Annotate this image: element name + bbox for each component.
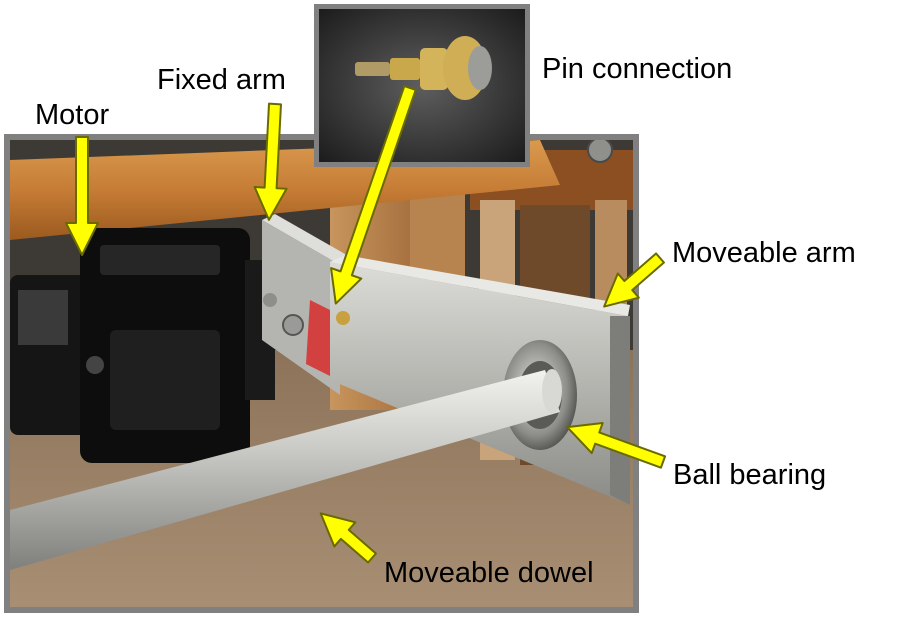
fixed-arm-arrow [253,102,288,221]
motor-arrow [65,136,99,256]
moveable-arm-label: Moveable arm [672,237,856,269]
ball-bearing-arrow [566,422,667,469]
main-photo [4,134,639,613]
pin-inset-photo [314,4,530,167]
ball-bearing-label: Ball bearing [673,459,827,491]
moveable-dowel-label: Moveable dowel [384,557,594,589]
moveable-arm-arrow [603,252,665,308]
screw-head [587,140,613,163]
pin-part [355,36,492,100]
motor-body [10,228,275,463]
motor-label: Motor [35,99,110,131]
pin-connection-arrow [330,85,417,305]
fixed-arm-label: Fixed arm [157,64,286,96]
arrows [65,85,667,564]
moveable-dowel-arrow [319,512,377,564]
moveable-dowel-rod [10,369,562,570]
pin-connection-label: Pin connection [542,53,733,85]
